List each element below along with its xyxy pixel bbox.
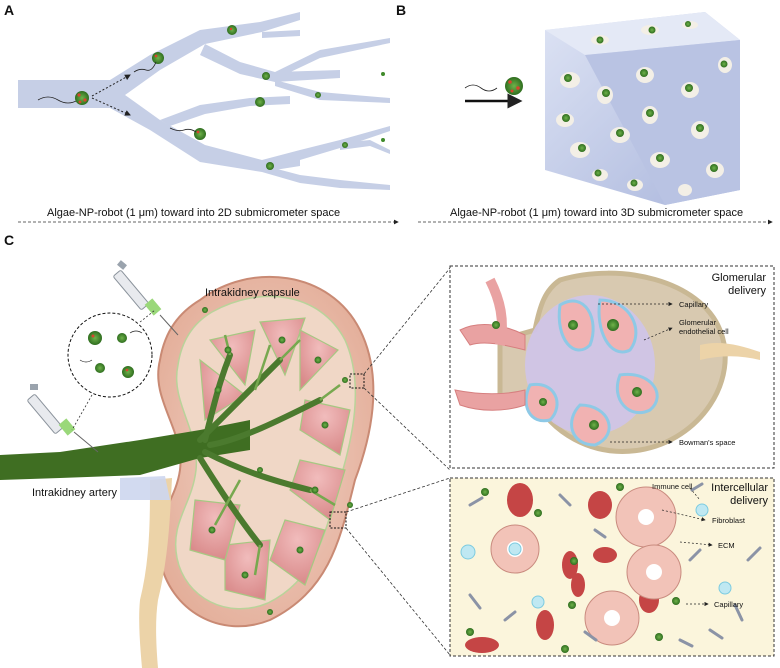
panel-a-letter: A [4, 2, 15, 18]
panel-a-robots [37, 25, 385, 170]
ecm-label: ECM [718, 541, 735, 550]
panel-a-caption: Algae-NP-robot (1 μm) toward into 2D sub… [47, 207, 341, 219]
syringe-capsule [113, 260, 179, 336]
immune-cell-label: Immune cell [652, 482, 693, 491]
bowman-label: Bowman's space [679, 438, 736, 447]
syringe-artery [27, 384, 99, 453]
glomerular-capillary-label: Capillary [679, 300, 709, 309]
artery-label: Intrakidney artery [32, 487, 117, 499]
intercellular-title-line1: Intercellular [711, 482, 768, 494]
panel-a-arrows [91, 74, 131, 116]
intercellular-title: Intercellular delivery [690, 482, 768, 508]
panel-a-vessels [18, 12, 390, 190]
endo-line1: Glomerular [679, 318, 717, 327]
panel-b-caption: Algae-NP-robot (1 μm) toward into 3D sub… [450, 207, 744, 219]
intercellular-capillary-label: Capillary [714, 600, 744, 609]
capsule-label: Intrakidney capsule [205, 287, 300, 299]
glomerular-box [449, 265, 775, 469]
zoom-circle [67, 309, 156, 431]
panel-b-letter: B [396, 2, 407, 18]
intercellular-title-line2: delivery [730, 495, 768, 507]
fibroblast-label: Fibroblast [712, 516, 745, 525]
glomerular-endothelial-label: Glomerular endothelial cell [679, 318, 729, 336]
kidney [0, 267, 451, 668]
panel-c-letter: C [4, 232, 15, 248]
panel-b-robot-arrow [464, 77, 523, 109]
glomerular-title-line1: Glomerular [711, 272, 766, 284]
intercellular-box [449, 477, 775, 657]
panel-b-cube [545, 12, 740, 205]
glomerular-title: Glomerular delivery [700, 272, 766, 298]
endo-line2: endothelial cell [679, 327, 729, 336]
glomerular-title-line2: delivery [728, 285, 766, 297]
